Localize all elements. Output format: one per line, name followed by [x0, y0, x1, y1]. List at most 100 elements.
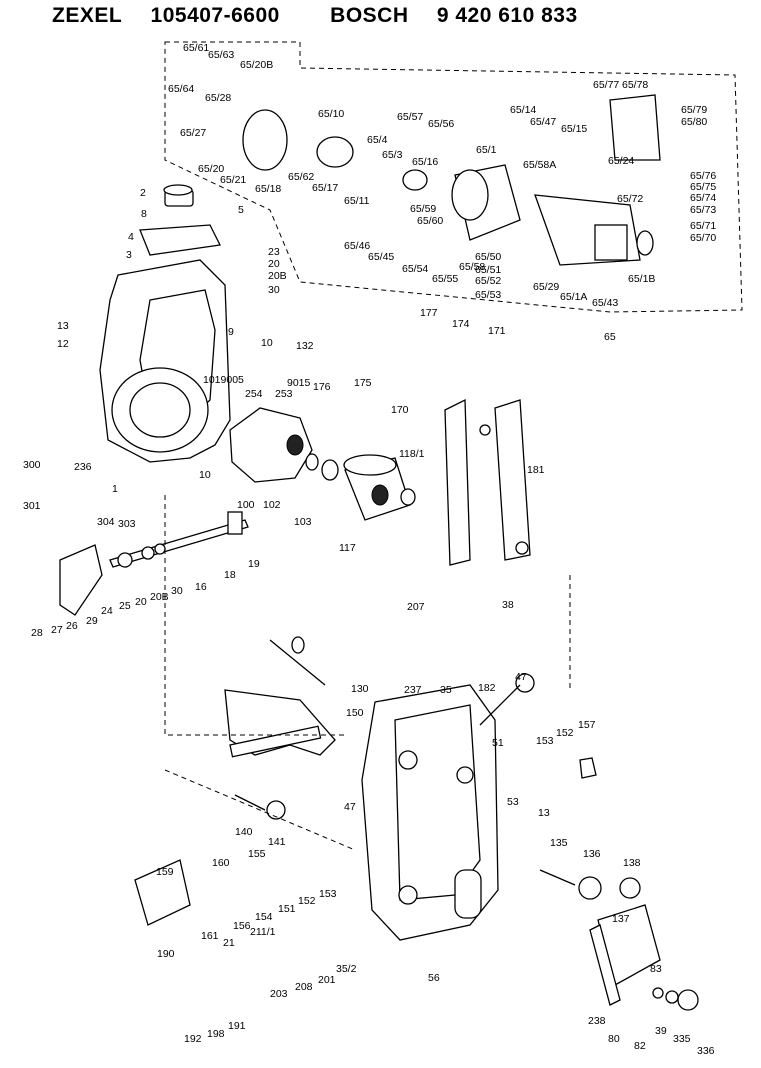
part-label: 65	[604, 331, 616, 343]
part-label: 1	[112, 483, 118, 495]
part-label: 138	[623, 857, 641, 869]
governor-cover	[361, 684, 499, 941]
brand-bosch: BOSCH	[330, 4, 409, 27]
part-label: 9	[228, 326, 234, 338]
part-label: 65/63	[208, 49, 234, 61]
part-label: 65/64	[168, 83, 194, 95]
part-label: 20	[135, 596, 147, 608]
part-label: 65/24	[608, 155, 634, 167]
diagram-header: ZEXEL 105407-6600 BOSCH 9 420 610 833	[52, 4, 600, 28]
part-label: 65/20	[198, 163, 224, 175]
part-label: 65/29	[533, 281, 559, 293]
part-label: 23	[268, 246, 280, 258]
part-label: 35	[440, 684, 452, 696]
part-label: 5	[238, 204, 244, 216]
part-label: 65/53	[475, 289, 501, 301]
part-label: 65/79	[681, 104, 707, 116]
part-label: 65/20B	[240, 59, 273, 71]
part-label: 25	[119, 600, 131, 612]
part-label: 203	[270, 988, 288, 1000]
part-label: 4	[128, 231, 134, 243]
bosch-part-number: 9 420 610 833	[436, 4, 578, 27]
part-label: 24	[101, 605, 113, 617]
part-label: 157	[578, 719, 596, 731]
part-label: 65/60	[417, 215, 443, 227]
part-label: 83	[650, 963, 662, 975]
part-label: 12	[57, 338, 69, 350]
part-label: 254	[245, 388, 263, 400]
part-label: 174	[452, 318, 470, 330]
control-shaft-assembly	[59, 511, 249, 616]
part-label: 160	[212, 857, 230, 869]
part-label: 65/21	[220, 174, 246, 186]
part-label: 238	[588, 1015, 606, 1027]
part-label: 159	[156, 866, 174, 878]
part-label: 13	[538, 807, 550, 819]
part-label: 181	[527, 464, 545, 476]
part-label: 65/58A	[523, 159, 556, 171]
part-label: 39	[655, 1025, 667, 1037]
part-label: 175	[354, 377, 372, 389]
part-label: 102	[263, 499, 281, 511]
part-label: 65/47	[530, 116, 556, 128]
part-label: 27	[51, 624, 63, 636]
governor-levers	[444, 398, 531, 566]
part-label: 65/73	[690, 204, 716, 216]
part-label: 237	[404, 684, 422, 696]
part-label: 16	[195, 581, 207, 593]
part-label: 65/11	[344, 195, 370, 207]
part-label: 65/46	[344, 240, 370, 252]
guide-line-2	[164, 769, 356, 851]
part-label: 19	[248, 558, 260, 570]
part-label: 65/62	[288, 171, 314, 183]
part-label: 335	[673, 1033, 691, 1045]
part-label: 65/43	[592, 297, 618, 309]
part-label: 300	[23, 459, 41, 471]
governor-sleeve	[305, 453, 416, 521]
part-label: 65/80	[681, 116, 707, 128]
part-label: 211/1	[250, 926, 276, 938]
part-label: 161	[201, 930, 219, 942]
part-label: 176	[313, 381, 331, 393]
part-label: 65/54	[402, 263, 428, 275]
part-label: 132	[296, 340, 314, 352]
part-label: 29	[86, 615, 98, 627]
part-label: 30	[171, 585, 183, 597]
part-label: 20B	[150, 591, 169, 603]
part-label: 53	[507, 796, 519, 808]
guide-line-1	[164, 495, 345, 736]
part-label: 20	[268, 258, 280, 270]
part-label: 171	[488, 325, 506, 337]
part-label: 65/1B	[628, 273, 655, 285]
part-label: 65/74	[690, 192, 716, 204]
governor-flyweight-assembly	[229, 407, 313, 483]
part-label: 65/61	[183, 42, 209, 54]
part-label: 9015	[287, 377, 311, 389]
pump-housing-upper	[99, 184, 231, 463]
part-label: 207	[407, 601, 425, 613]
part-label: 100	[237, 499, 255, 511]
part-label: 65/71	[690, 220, 716, 232]
part-label: 137	[612, 913, 630, 925]
subassembly-65-parts	[242, 94, 661, 266]
lever-150	[224, 689, 336, 758]
part-label: 303	[118, 518, 136, 530]
part-label: 65/4	[367, 134, 388, 146]
part-label: 82	[634, 1040, 646, 1052]
part-label: 65/57	[397, 111, 423, 123]
part-label: 155	[248, 848, 266, 860]
part-label: 80	[608, 1033, 620, 1045]
part-label: 152	[556, 727, 574, 739]
part-label: 30	[268, 284, 280, 296]
part-label: 182	[478, 682, 496, 694]
part-label: 1019005	[203, 374, 244, 386]
part-label: 47	[515, 671, 527, 683]
part-label: 65/10	[318, 108, 344, 120]
part-label: 35/2	[336, 963, 357, 975]
end-plate	[589, 904, 661, 1006]
part-label: 65/3	[382, 149, 403, 161]
part-label: 2	[140, 187, 146, 199]
part-label: 65/78	[622, 79, 648, 91]
